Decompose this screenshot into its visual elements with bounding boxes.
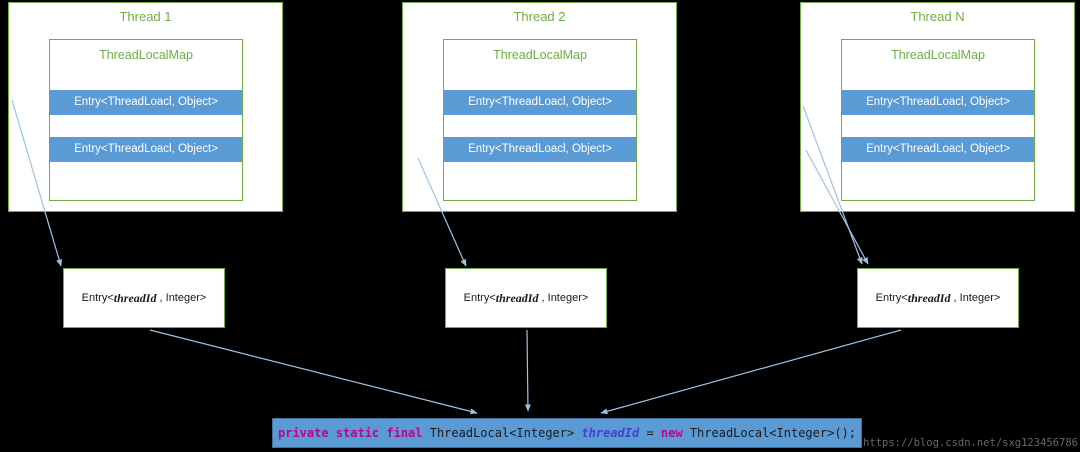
thread-box-n: Thread N ThreadLocalMap Entry<ThreadLoac… [800,2,1075,212]
code-token-keyword: private static final [278,426,430,440]
threadlocalmap-box: ThreadLocalMap Entry<ThreadLoacl, Object… [841,39,1035,201]
code-token: ThreadLocal<Integer>(); [689,426,856,440]
thread-box-1: Thread 1 ThreadLocalMap Entry<ThreadLoac… [8,2,283,212]
entry-variable: threadId [907,290,951,305]
entry-variable: threadId [113,290,157,305]
map-entry-row: Entry<ThreadLoacl, Object> [444,90,636,115]
thread-box-2: Thread 2 ThreadLocalMap Entry<ThreadLoac… [402,2,677,212]
map-entry-row: Entry<ThreadLoacl, Object> [50,137,242,162]
arrow-entry1-to-code [149,329,478,415]
code-box: private static final ThreadLocal<Integer… [272,418,862,448]
map-entry-row: Entry<ThreadLoacl, Object> [842,137,1034,162]
threadlocalmap-title: ThreadLocalMap [99,48,193,62]
code-token-keyword: new [660,426,690,440]
entry-box-2: Entry<threadId , Integer> [445,268,607,328]
thread-title: Thread 1 [119,9,172,24]
thread-title: Thread N [910,9,965,24]
map-entry-row: Entry<ThreadLoacl, Object> [50,90,242,115]
arrow-entry3-to-code [600,329,902,415]
entry-text-suffix: , Integer> [538,292,589,304]
entry-text-prefix: Entry< [875,292,908,304]
map-entry-row: Entry<ThreadLoacl, Object> [444,137,636,162]
watermark-url: https://blog.csdn.net/sxg123456786 [863,437,1078,449]
arrow-entry2-to-code [524,329,531,412]
entry-text-prefix: Entry< [81,292,114,304]
entry-text-prefix: Entry< [463,292,496,304]
thread-title: Thread 2 [513,9,566,24]
entry-variable: threadId [495,290,539,305]
entry-text-suffix: , Integer> [950,292,1001,304]
map-entry-row: Entry<ThreadLoacl, Object> [842,90,1034,115]
threadlocalmap-title: ThreadLocalMap [493,48,587,62]
code-token: ThreadLocal<Integer> [429,426,582,440]
entry-box-3: Entry<threadId , Integer> [857,268,1019,328]
threadlocalmap-box: ThreadLocalMap Entry<ThreadLoacl, Object… [49,39,243,201]
entry-box-1: Entry<threadId , Integer> [63,268,225,328]
threadlocalmap-box: ThreadLocalMap Entry<ThreadLoacl, Object… [443,39,637,201]
code-token: = [639,426,661,440]
code-token-variable: threadId [581,426,640,440]
entry-text-suffix: , Integer> [156,292,207,304]
threadlocalmap-title: ThreadLocalMap [891,48,985,62]
